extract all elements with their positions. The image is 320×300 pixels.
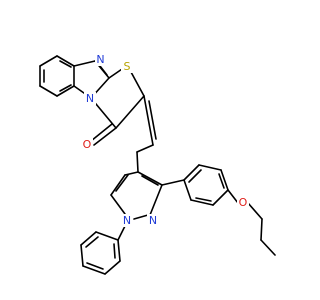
atom-symbol: N — [86, 92, 94, 105]
oxygen-atom-label: O — [81, 138, 93, 151]
chemical-structure: N S N O N N O — [39, 53, 276, 275]
sulfur-atom-label: S — [121, 60, 133, 73]
nitrogen-atom-label: N — [95, 53, 106, 66]
oxygen-atom-label: O — [237, 196, 249, 209]
nitrogen-atom-label: N — [147, 214, 159, 227]
atom-symbol: O — [83, 138, 92, 151]
atom-symbol: S — [124, 60, 131, 73]
nitrogen-atom-label: N — [84, 92, 96, 105]
nitrogen-atom-label: N — [121, 214, 133, 227]
bond-layer — [39, 55, 276, 275]
atom-symbol: N — [96, 53, 104, 66]
atom-symbol: O — [239, 196, 248, 209]
atom-symbol: N — [123, 214, 131, 227]
atom-symbol: N — [149, 214, 157, 227]
atom-layer: N S N O N N O — [81, 53, 249, 227]
